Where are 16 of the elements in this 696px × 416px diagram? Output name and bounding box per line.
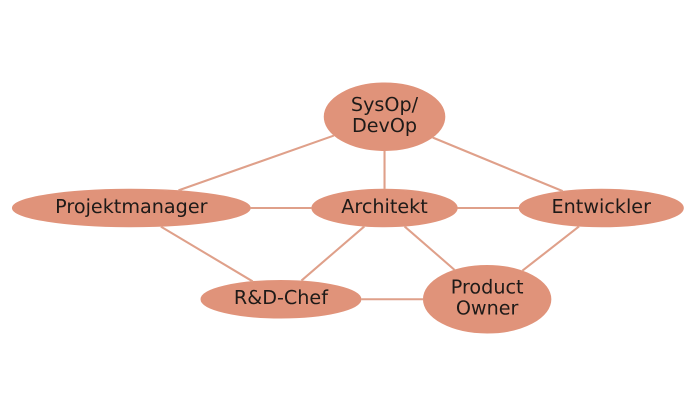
connector — [432, 136, 564, 192]
connector — [383, 150, 386, 189]
connector — [300, 226, 365, 282]
node-ellipse: SysOp/ DevOp — [324, 82, 446, 151]
connector — [404, 226, 456, 271]
connector — [178, 134, 334, 192]
connector — [457, 206, 520, 210]
connector — [361, 298, 424, 300]
node-ellipse: Entwickler — [518, 188, 684, 228]
connector — [250, 206, 312, 210]
connector — [522, 226, 580, 272]
node-ellipse: Projektmanager — [12, 188, 251, 228]
connector — [160, 226, 254, 282]
node-ellipse: R&D-Chef — [200, 280, 362, 319]
node-ellipse: Architekt — [311, 188, 458, 228]
node-ellipse: Product Owner — [422, 265, 552, 334]
